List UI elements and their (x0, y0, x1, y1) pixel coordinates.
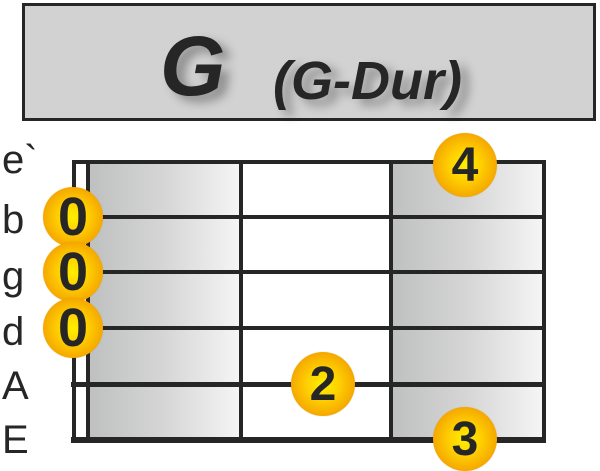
string-line-E (71, 437, 546, 443)
string-label-E: E (2, 418, 29, 462)
finger-marker-2: 2 (291, 352, 355, 416)
open-string-marker-d: 0 (43, 298, 103, 358)
fret-1-area (90, 162, 240, 440)
fret-line-1 (239, 160, 243, 443)
open-string-marker-g: 0 (43, 242, 103, 302)
string-label-g: g (2, 254, 25, 298)
string-label-e: e` (2, 138, 38, 182)
fret-3-area (393, 162, 543, 440)
fret-line-2 (389, 160, 393, 443)
string-line-e (73, 160, 546, 164)
string-line-g (73, 270, 546, 274)
string-label-A: A (2, 364, 29, 408)
fret-line-3 (542, 160, 546, 443)
finger-marker-4: 4 (433, 133, 497, 197)
chord-title-box: G (G-Dur) (22, 3, 596, 121)
open-string-marker-b: 0 (43, 187, 103, 247)
string-line-d (73, 326, 546, 330)
finger-marker-3: 3 (433, 407, 497, 471)
string-label-b: b (2, 198, 25, 242)
chord-name: (G-Dur) (273, 51, 462, 111)
chord-symbol: G (160, 19, 226, 113)
string-label-d: d (2, 310, 25, 354)
string-line-b (73, 215, 546, 219)
